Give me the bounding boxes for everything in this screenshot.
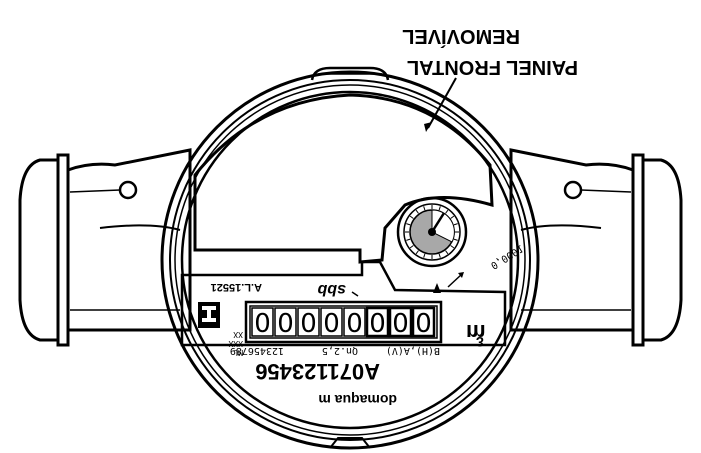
unit-exponent: 3 bbox=[476, 334, 484, 350]
counter-digit-cell: 0 bbox=[297, 307, 320, 339]
counter-digit: 0 bbox=[346, 309, 363, 339]
counter-digit-box bbox=[297, 307, 320, 337]
flow-dial: 0,0001 bbox=[396, 196, 525, 293]
dial-scale-label: 0,0001 bbox=[488, 242, 524, 270]
serial-number-group: A071123456 bbox=[255, 359, 380, 384]
counter-digit: 0 bbox=[300, 309, 317, 339]
counter-digit-cell: 0 bbox=[411, 306, 436, 339]
serial-number: A071123456 bbox=[255, 359, 380, 384]
dial-tick bbox=[445, 209, 449, 214]
dial-tick bbox=[453, 223, 458, 226]
counter-digit-box bbox=[251, 307, 274, 337]
class-mark-line-2: XXX bbox=[228, 339, 243, 348]
counter-digit-box bbox=[343, 307, 366, 337]
counter-digit: 0 bbox=[415, 309, 432, 339]
dial-tick bbox=[445, 250, 449, 255]
brand-text: domaqua m bbox=[318, 392, 397, 408]
dial-tick bbox=[438, 206, 441, 211]
brand-text-group: domaqua m bbox=[318, 392, 397, 408]
mounting-position-text: B(H),A(V) bbox=[386, 345, 440, 356]
dial-tick bbox=[406, 238, 411, 241]
small-serial-text: A.L.15521 bbox=[211, 281, 262, 293]
unit-label: m bbox=[466, 320, 486, 345]
counter-digit-cell: 0 bbox=[388, 306, 413, 339]
counter-digit-cell: 0 bbox=[365, 306, 390, 339]
plate-text: A.L.15521 sbb bbox=[211, 281, 359, 298]
dial-tick bbox=[415, 250, 419, 255]
counter-digit-cell: 0 bbox=[251, 307, 274, 339]
callout-line-removivel: REMOVÍVEL bbox=[402, 25, 520, 48]
counter-digit-cell: 0 bbox=[320, 307, 343, 339]
dial-tick bbox=[406, 223, 411, 226]
callout-line-painel-frontal: PAINEL FRONTAL bbox=[407, 56, 578, 78]
unit-label-group: m 3 bbox=[466, 320, 486, 350]
dial-tick bbox=[409, 215, 414, 219]
class-mark-line-3: ML bbox=[233, 348, 243, 357]
counter-digit-box bbox=[320, 307, 343, 337]
dial-ticks bbox=[405, 205, 459, 259]
counter-digit: 0 bbox=[254, 309, 271, 339]
class-mark-text: XX XXX ML bbox=[224, 330, 243, 357]
counter-digit-box bbox=[388, 306, 413, 338]
counter-plate bbox=[180, 260, 507, 347]
meter-housing bbox=[160, 66, 540, 450]
callout-leader-line bbox=[427, 77, 457, 129]
dial-tick bbox=[415, 209, 419, 214]
dial-tick bbox=[423, 206, 426, 211]
counter-digit: 0 bbox=[369, 309, 386, 339]
manufacturer-logo-mark: sbb bbox=[317, 281, 346, 298]
callout-label: REMOVÍVEL PAINEL FRONTAL bbox=[402, 25, 578, 132]
counter-digit: 0 bbox=[323, 309, 340, 339]
class-mark-line-1: XX bbox=[233, 330, 243, 339]
counter-digit-box bbox=[365, 306, 390, 338]
counter-digit-cell: 0 bbox=[343, 307, 366, 339]
code-left-text: 123456789 bbox=[230, 345, 284, 356]
counter-digit-box bbox=[411, 306, 436, 338]
counter-digit-cell: 0 bbox=[274, 307, 297, 339]
right-pipe-connector bbox=[509, 148, 683, 347]
counter-digit-box bbox=[274, 307, 297, 337]
counter-digit: 0 bbox=[392, 309, 409, 339]
dial-tick bbox=[453, 238, 458, 241]
bottom-spec-row: 123456789 Qn.2,5 B(H),A(V) bbox=[230, 345, 440, 356]
left-pipe-connector bbox=[18, 148, 192, 347]
rating-text: Qn.2,5 bbox=[322, 345, 358, 356]
dial-tick bbox=[409, 245, 414, 249]
dial-tick bbox=[438, 253, 441, 258]
counter-digit: 0 bbox=[277, 309, 294, 339]
dial-tick bbox=[450, 215, 455, 219]
dial-tick bbox=[450, 245, 455, 249]
class-mark-block: XX XXX ML bbox=[198, 302, 243, 357]
dial-tick bbox=[423, 253, 426, 258]
